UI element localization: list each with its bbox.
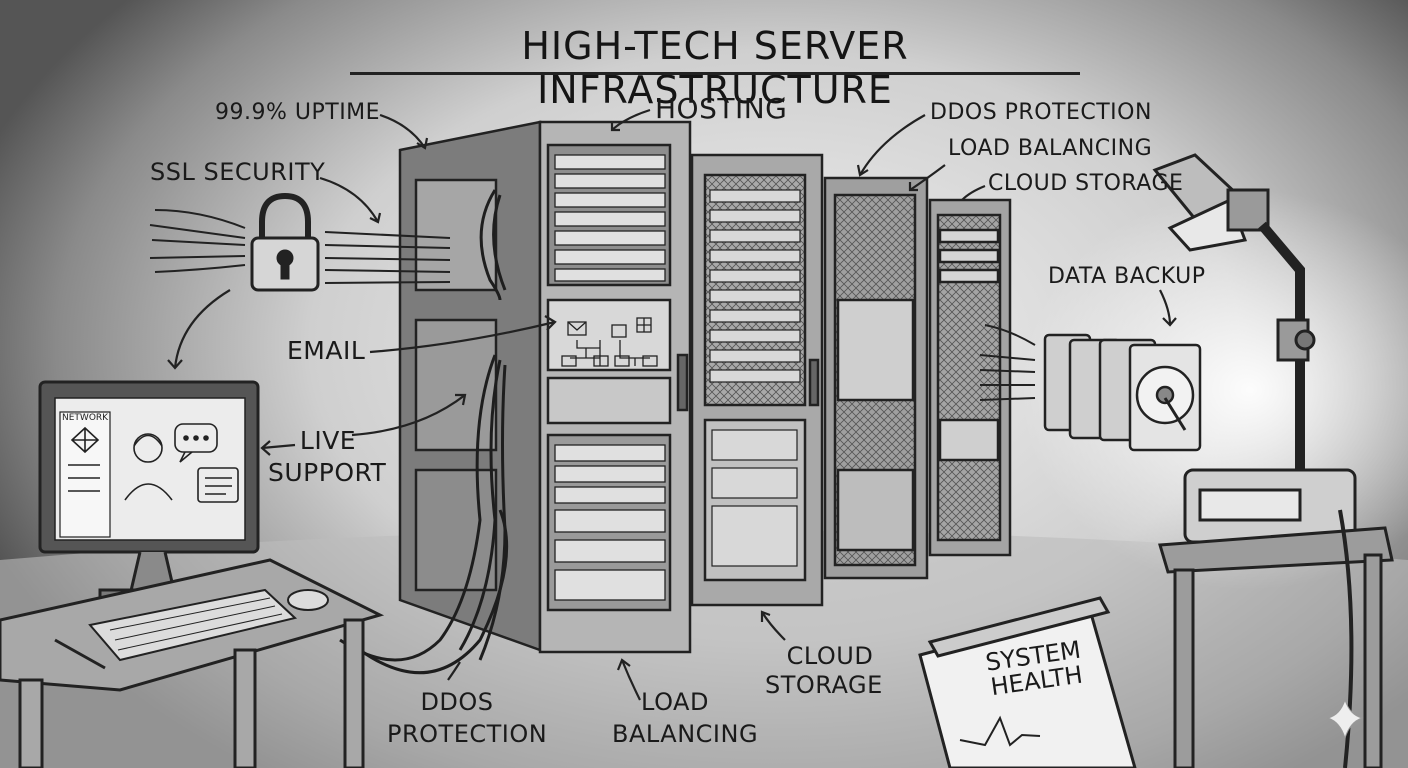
label-hosting: HOSTING [655,92,788,125]
backup-data-arrows [979,324,1036,401]
label-load: LOAD [641,688,709,716]
label-balancing: BALANCING [612,720,759,748]
email-network-panel [561,317,658,367]
title-underline [350,72,1080,75]
label-support: SUPPORT [268,458,387,487]
third-server-cabinet [823,176,929,580]
label-load-balancing-top: LOAD BALANCING [948,136,1153,161]
sparkle-icon [1326,698,1364,740]
keyboard [54,588,329,670]
page-title: HIGH-TECH SERVER INFRASTRUCTURE [521,24,909,112]
label-cloud: CLOUD [786,642,874,670]
padlock-icon [250,192,320,292]
label-protection: PROTECTION [387,720,548,748]
support-monitor [38,380,260,608]
fourth-server-cabinet [928,198,1012,557]
label-arrows [167,108,1177,701]
backup-hard-drives [1043,333,1202,452]
system-health-easel [918,596,1137,768]
server-cables [339,189,509,675]
support-agent-avatar [68,423,239,503]
desk-lamp [1152,153,1357,544]
ssl-data-arrows [149,209,451,284]
label-data-backup: DATA BACKUP [1048,264,1206,289]
label-ddos: DDOS [420,688,494,716]
label-email: EMAIL [287,336,366,365]
main-cabinet-server-units [554,154,666,601]
label-storage: STORAGE [765,671,883,699]
label-cloud-storage-top: CLOUD STORAGE [988,171,1184,196]
monitor-network-label: NETWORK [62,413,109,423]
label-live: LIVE [299,426,357,455]
side-table [1158,509,1394,768]
label-ddos-protection-top: DDOS PROTECTION [930,100,1152,125]
label-uptime: 99.9% UPTIME [215,100,381,125]
second-cabinet-units [709,189,801,567]
label-ssl-security: SSL SECURITY [150,158,326,186]
